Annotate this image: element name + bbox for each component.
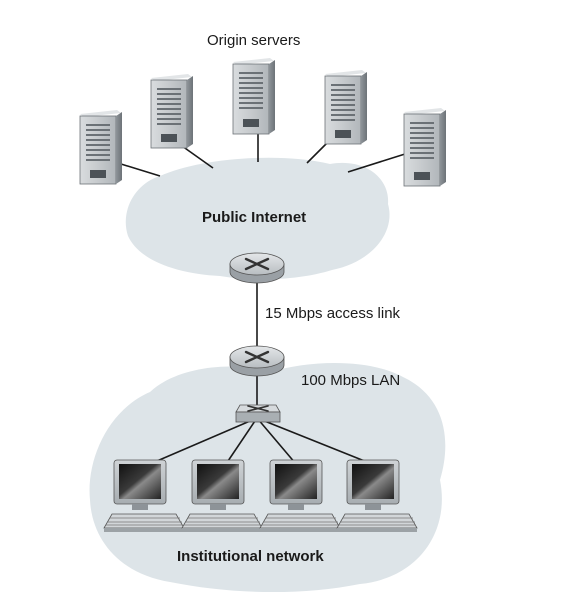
institutional-network-cloud [89,362,446,593]
server-icon [232,58,275,135]
server-icon [324,70,367,145]
switch-icon [235,404,281,423]
workstation-icon [336,459,418,532]
router-icon [229,345,285,377]
access-links [149,281,373,465]
public-internet-cloud [125,157,390,280]
workstation-icon [103,459,185,532]
access-link-label: 15 Mbps access link [265,305,401,322]
workstation-icon [259,459,341,532]
server-icon [150,74,193,149]
institutional-network-label: Institutional network [177,548,324,565]
lan-label: 100 Mbps LAN [301,372,401,389]
server-icon [79,110,122,185]
server-icon [403,108,446,187]
public-internet-label: Public Internet [202,209,307,226]
router-icon [229,252,285,284]
workstation-icon [181,459,263,532]
origin-servers-label: Origin servers [207,32,301,49]
